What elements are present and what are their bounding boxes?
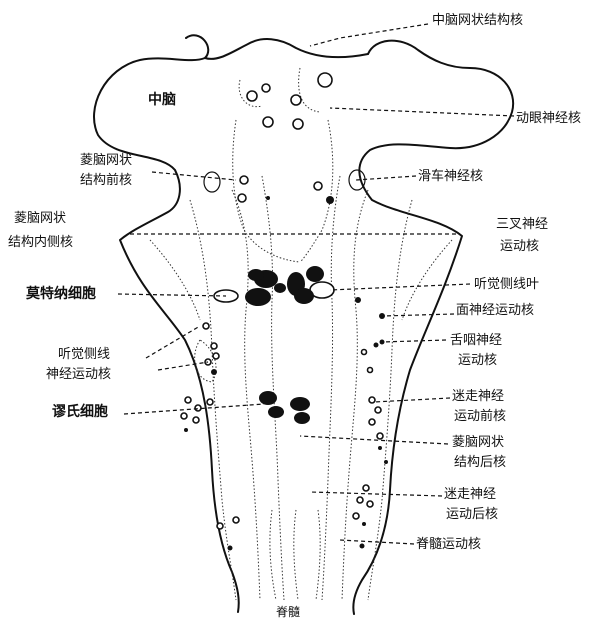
leader-vagus-ant: [374, 398, 450, 402]
leader-mauthner: [118, 294, 226, 296]
label-ll-motor-1: 听觉侧线: [58, 346, 110, 363]
label-oculomotor: 动眼神经核: [516, 110, 581, 127]
leader-rhomb-ant: [152, 172, 236, 180]
label-vagus-post-1: 迷走神经: [444, 486, 496, 503]
label-glosso-1: 舌咽神经: [450, 332, 502, 349]
label-rhomb-post-1: 菱脑网状: [452, 434, 504, 451]
label-mauthner: 莫特纳细胞: [26, 286, 96, 303]
brain-outline-right: [353, 41, 513, 614]
label-midbrain: 中脑: [148, 92, 176, 109]
label-trigeminal-2: 运动核: [500, 238, 539, 255]
leader-facial: [382, 314, 454, 316]
label-midbrain-reticular: 中脑网状结构核: [432, 12, 523, 29]
label-rhomb-med-2: 结构内侧核: [8, 234, 73, 251]
leader-muller: [124, 404, 264, 414]
label-lateral-line-lobe: 听觉侧线叶: [474, 276, 539, 293]
leader-lateral-line-lobe: [330, 284, 470, 290]
label-trochlear: 滑车神经核: [418, 168, 483, 185]
label-rhomb-ant-2: 结构前核: [80, 172, 132, 189]
leader-glosso: [382, 340, 446, 342]
label-spinal-cord: 脊髓: [276, 604, 300, 621]
label-rhomb-ant-1: 菱脑网状: [80, 152, 132, 169]
label-facial: 面神经运动核: [456, 302, 534, 319]
leader-midbrain-reticular: [310, 24, 428, 46]
label-rhomb-post-2: 结构后核: [454, 454, 506, 471]
label-spinal-motor: 脊髓运动核: [416, 536, 481, 553]
label-trigeminal-1: 三叉神经: [496, 216, 548, 233]
label-vagus-ant-1: 迷走神经: [452, 388, 504, 405]
label-vagus-post-2: 运动后核: [446, 506, 498, 523]
label-ll-motor-2: 神经运动核: [46, 366, 111, 383]
midbrain-top-notch: [205, 39, 368, 59]
leader-ll-motor-b: [158, 362, 208, 370]
label-vagus-ant-2: 运动前核: [454, 408, 506, 425]
label-rhomb-med-1: 菱脑网状: [14, 210, 66, 227]
leader-rhomb-post: [300, 436, 448, 444]
leader-spinal: [340, 540, 414, 544]
label-muller: 谬氏细胞: [52, 404, 108, 421]
label-glosso-2: 运动核: [458, 352, 497, 369]
leader-oculomotor: [330, 108, 514, 116]
leader-vagus-post: [310, 492, 442, 496]
